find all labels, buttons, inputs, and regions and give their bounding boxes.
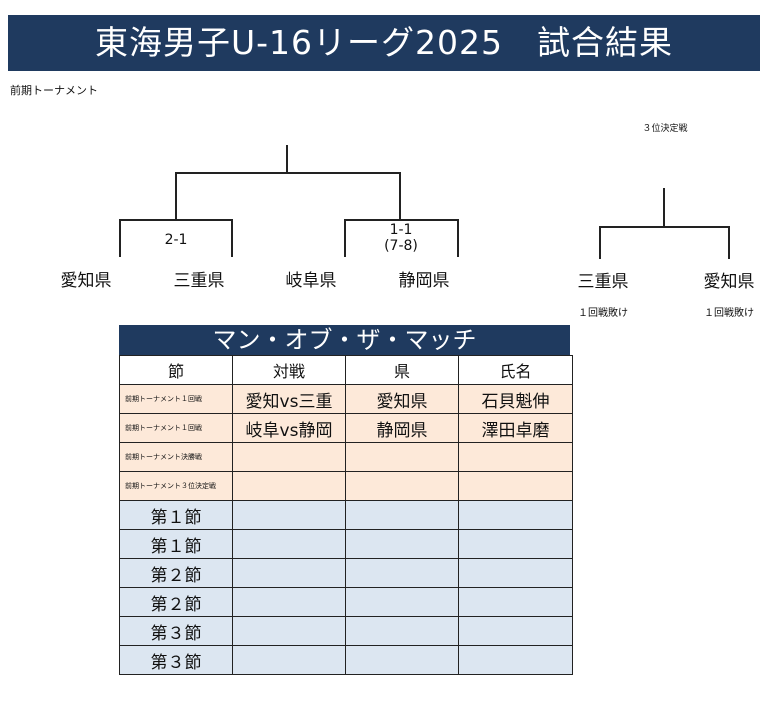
page-title: 東海男子U-16リーグ2025 試合結果	[8, 15, 760, 71]
pref-cell	[345, 471, 459, 501]
bracket-line	[175, 172, 177, 219]
motm-header: マン・オブ・ザ・マッチ	[119, 325, 570, 355]
name-cell	[458, 616, 573, 646]
bracket-line	[286, 145, 288, 172]
table-row: 前期トーナメント１回戦 岐阜vs静岡 静岡県 澤田卓磨	[119, 413, 573, 443]
bracket-line	[119, 219, 232, 221]
match-score: 1-1	[389, 222, 413, 238]
bracket-line	[728, 226, 730, 259]
team-name: 岐阜県	[285, 271, 337, 291]
round-cell: 第２節	[119, 558, 233, 588]
name-cell	[458, 645, 573, 675]
column-header: 氏名	[458, 355, 573, 385]
match-cell	[232, 500, 346, 530]
table-row: 前期トーナメント決勝戦	[119, 442, 573, 472]
match-cell	[232, 529, 346, 559]
pref-cell	[345, 500, 459, 530]
team-name: 三重県	[577, 272, 629, 292]
match-cell	[232, 442, 346, 472]
bracket-line	[599, 226, 601, 259]
pref-cell	[345, 587, 459, 617]
team-name: 愛知県	[60, 271, 112, 291]
pref-cell	[345, 616, 459, 646]
match-score: 2-1	[164, 232, 188, 248]
bracket-line	[344, 219, 458, 221]
round-cell: 前期トーナメント１回戦	[119, 413, 233, 443]
pref-cell	[345, 645, 459, 675]
round-cell: 前期トーナメント決勝戦	[119, 442, 233, 472]
match-cell	[232, 645, 346, 675]
table-row: 第２節	[119, 558, 573, 588]
match-cell	[232, 558, 346, 588]
bracket-line	[175, 172, 400, 174]
pref-cell	[345, 529, 459, 559]
bracket-line	[344, 219, 346, 257]
team-note: １回戦敗け	[578, 308, 628, 319]
motm-table: 節 対戦 県 氏名 前期トーナメント１回戦 愛知vs三重 愛知県 石貝魁伸 前期…	[119, 355, 573, 675]
team-name: 三重県	[173, 271, 225, 291]
pk-score: (7-8)	[384, 238, 418, 254]
third-place-label: ３位決定戦	[642, 124, 688, 134]
match-cell	[232, 587, 346, 617]
table-row: 前期トーナメント１回戦 愛知vs三重 愛知県 石貝魁伸	[119, 384, 573, 414]
column-header: 節	[119, 355, 233, 385]
pref-cell	[345, 442, 459, 472]
name-cell	[458, 529, 573, 559]
name-cell	[458, 558, 573, 588]
name-cell	[458, 500, 573, 530]
bracket-line	[399, 172, 401, 219]
section-label: 前期トーナメント	[10, 84, 98, 97]
table-row: 第２節	[119, 587, 573, 617]
round-cell: 第３節	[119, 645, 233, 675]
name-cell	[458, 442, 573, 472]
bracket-line	[599, 226, 729, 228]
round-cell: 第２節	[119, 587, 233, 617]
table-header-row: 節 対戦 県 氏名	[119, 355, 573, 385]
name-cell	[458, 587, 573, 617]
match-cell: 愛知vs三重	[232, 384, 346, 414]
column-header: 対戦	[232, 355, 346, 385]
table-row: 第３節	[119, 616, 573, 646]
team-note: １回戦敗け	[704, 308, 754, 319]
bracket-line	[119, 219, 121, 257]
bracket-line	[457, 219, 459, 257]
match-cell	[232, 471, 346, 501]
round-cell: 第３節	[119, 616, 233, 646]
round-cell: 前期トーナメント３位決定戦	[119, 471, 233, 501]
team-name: 静岡県	[398, 271, 450, 291]
pref-cell	[345, 558, 459, 588]
team-name: 愛知県	[703, 272, 755, 292]
match-cell: 岐阜vs静岡	[232, 413, 346, 443]
bracket-line	[231, 219, 233, 257]
pref-cell: 静岡県	[345, 413, 459, 443]
name-cell: 石貝魁伸	[458, 384, 573, 414]
pref-cell: 愛知県	[345, 384, 459, 414]
name-cell: 澤田卓磨	[458, 413, 573, 443]
round-cell: 第１節	[119, 529, 233, 559]
table-row: 第１節	[119, 529, 573, 559]
match-cell	[232, 616, 346, 646]
table-row: 前期トーナメント３位決定戦	[119, 471, 573, 501]
round-cell: 前期トーナメント１回戦	[119, 384, 233, 414]
column-header: 県	[345, 355, 459, 385]
bracket-line	[663, 188, 665, 226]
table-row: 第１節	[119, 500, 573, 530]
round-cell: 第１節	[119, 500, 233, 530]
name-cell	[458, 471, 573, 501]
table-row: 第３節	[119, 645, 573, 675]
